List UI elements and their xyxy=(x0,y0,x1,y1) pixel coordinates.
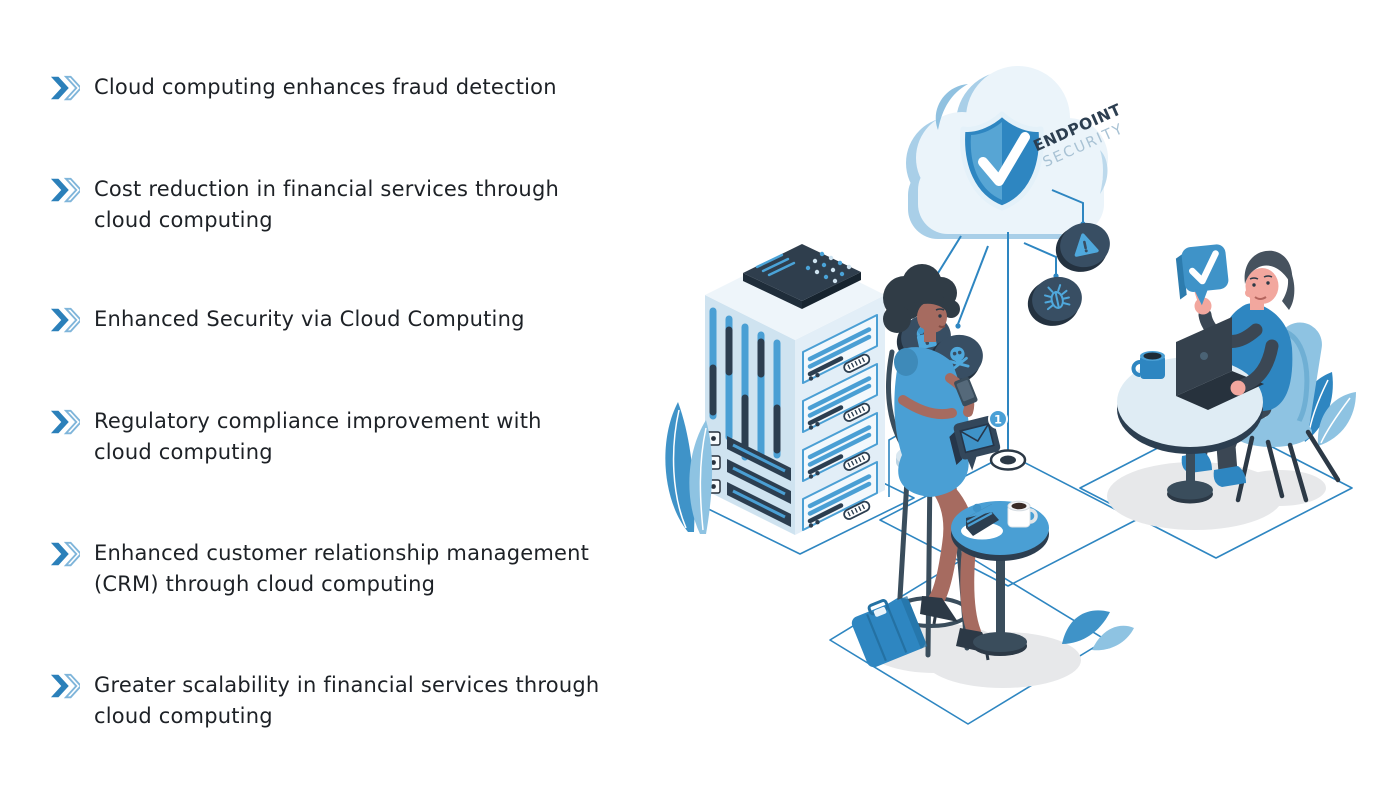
man-figure xyxy=(1117,244,1341,504)
cloud: ENDPOINT SECURITY xyxy=(906,66,1127,239)
cake-slice xyxy=(961,503,1003,540)
smartphone xyxy=(954,376,978,407)
server-top-panel xyxy=(743,244,861,309)
plant-small xyxy=(1062,610,1134,651)
list-item: Cost reduction in financial services thr… xyxy=(50,174,559,236)
double-chevron-right-icon xyxy=(50,177,80,203)
benefit-text: Cost reduction in financial services thr… xyxy=(94,177,559,232)
earring xyxy=(917,327,925,335)
notification-badge xyxy=(988,409,1008,429)
plant-left xyxy=(665,402,713,534)
checkmark-bubble-icon xyxy=(1175,244,1229,306)
man-head xyxy=(1244,250,1295,310)
double-chevron-right-icon xyxy=(50,75,80,101)
server-dark-bars xyxy=(727,436,791,527)
woman-figure: 1 xyxy=(851,264,1049,668)
benefit-text: Enhanced customer relationship managemen… xyxy=(94,541,590,596)
benefit-text: Greater scalability in financial service… xyxy=(94,673,600,728)
server-rack xyxy=(705,244,885,535)
double-chevron-right-icon xyxy=(50,673,80,699)
bug-icon xyxy=(1027,276,1082,326)
chair xyxy=(1232,322,1341,503)
briefcase xyxy=(851,596,928,668)
coffee-cup xyxy=(1007,500,1038,528)
shield-check-icon xyxy=(960,111,1044,211)
list-item: Enhanced Security via Cloud Computing xyxy=(50,304,525,335)
woman-head xyxy=(883,264,960,342)
warning-triangle-icon xyxy=(1055,222,1110,272)
email-notification-icon xyxy=(949,415,1001,471)
list-item: Greater scalability in financial service… xyxy=(50,670,599,732)
high-heel-shoe xyxy=(920,596,958,622)
notification-count: 1 xyxy=(994,413,1002,427)
benefits-list: Cloud computing enhances fraud detection… xyxy=(50,0,690,804)
benefit-text: Cloud computing enhances fraud detection xyxy=(94,75,557,99)
double-chevron-right-icon xyxy=(50,409,80,435)
double-chevron-right-icon xyxy=(50,541,80,567)
double-chevron-right-icon xyxy=(50,307,80,333)
list-item: Enhanced customer relationship managemen… xyxy=(50,538,589,600)
target-marker xyxy=(989,449,1027,471)
list-item: Cloud computing enhances fraud detection xyxy=(50,72,557,103)
benefit-text: Enhanced Security via Cloud Computing xyxy=(94,307,525,331)
shoe xyxy=(1213,466,1246,487)
coffee-mug xyxy=(1131,351,1165,379)
